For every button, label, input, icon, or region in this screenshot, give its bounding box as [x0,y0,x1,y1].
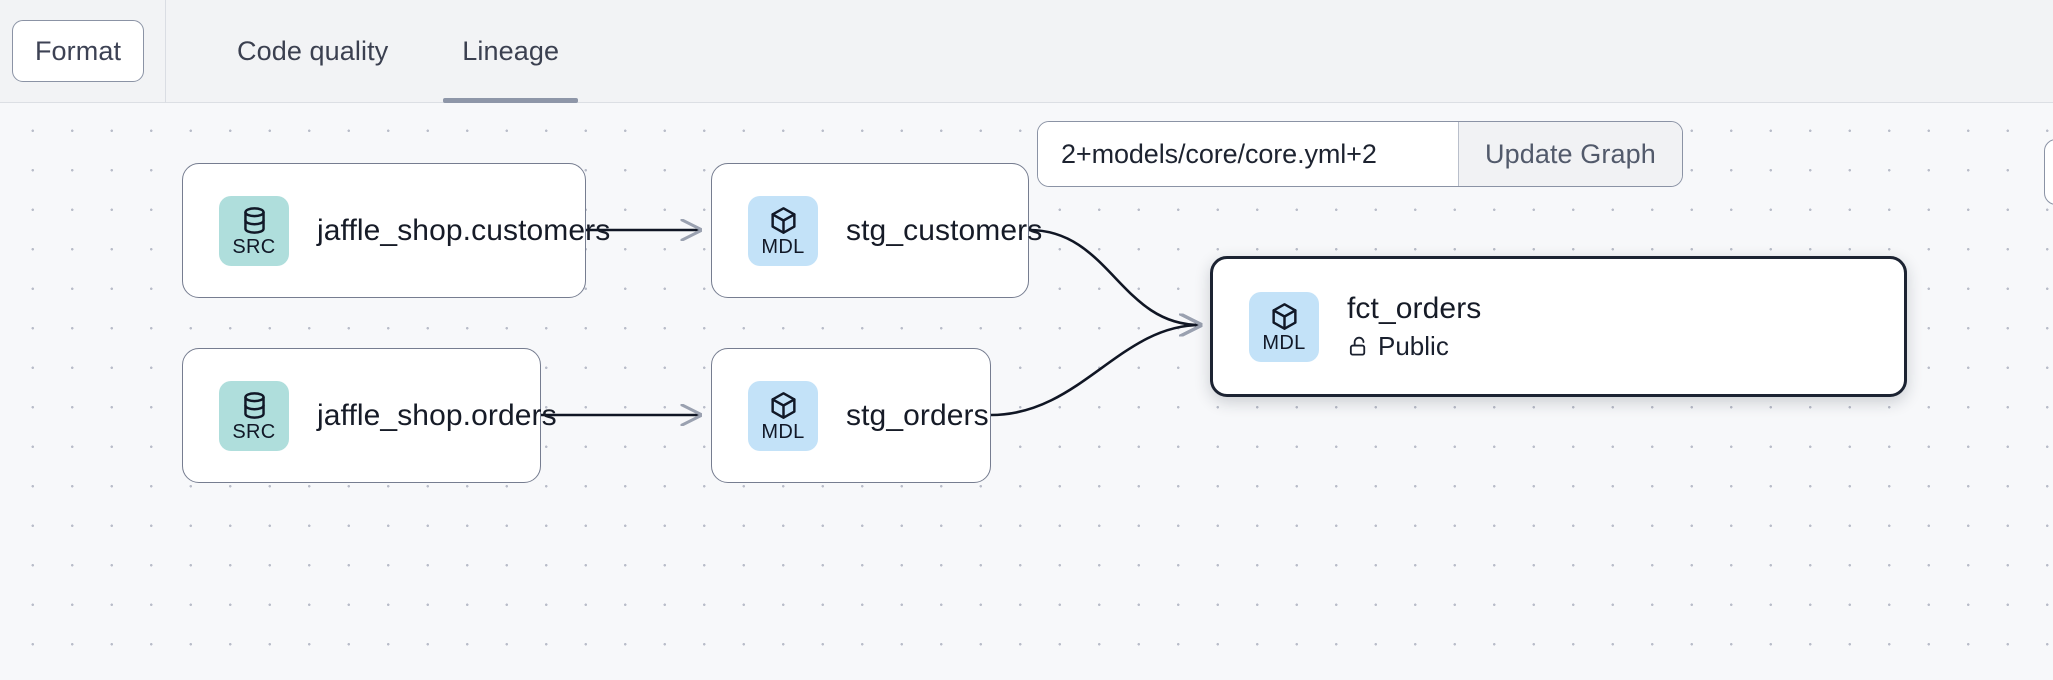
tab-bar: Code quality Lineage [218,0,579,103]
node-badge-mdl: MDL [1249,291,1319,362]
node-title: stg_orders [846,398,989,432]
node-body: stg_orders [846,399,989,433]
lineage-node-jaffle-shop-customers[interactable]: SRC jaffle_shop.customers [182,163,610,298]
tab-lineage[interactable]: Lineage [443,0,579,103]
edge-stg-customers-to-fct-orders [1028,228,1200,325]
cube-icon [770,391,796,419]
node-badge-label: SRC [232,235,276,258]
update-graph-button[interactable]: Update Graph [1458,122,1682,186]
node-body: jaffle_shop.orders [317,399,557,433]
edge-stg-orders-to-fct-orders [990,325,1200,417]
node-badge-label: MDL [1262,331,1306,354]
lineage-node-jaffle-shop-orders[interactable]: SRC jaffle_shop.orders [182,348,557,483]
node-body: fct_orders Public [1347,292,1481,362]
editor-toolbar: Format Code quality Lineage [0,0,2053,103]
format-button[interactable]: Format [12,20,144,82]
lineage-node-stg-customers[interactable]: MDL stg_customers [711,163,1042,298]
node-badge-label: MDL [761,235,805,258]
node-badge-label: SRC [232,420,276,443]
graph-selector-overflow-control[interactable] [2044,139,2053,205]
cube-icon [1271,302,1297,330]
node-title: stg_customers [846,213,1043,247]
lineage-node-stg-orders[interactable]: MDL stg_orders [711,348,991,483]
tab-underline-active [443,97,579,103]
unlock-icon [1349,336,1366,356]
tab-code-quality-label: Code quality [237,35,389,66]
node-badge-src: SRC [219,380,289,451]
lineage-edges [541,103,2053,680]
tab-lineage-label: Lineage [462,35,560,66]
lineage-canvas[interactable]: SRC jaffle_shop.customers MDL stg_custom… [0,103,2053,680]
node-body: stg_customers [846,214,1042,248]
node-badge-src: SRC [219,195,289,266]
database-icon [243,206,265,234]
node-visibility-label: Public [1378,330,1449,361]
graph-selector-input[interactable] [1038,122,1458,186]
node-title: jaffle_shop.orders [317,398,557,432]
tab-underline [218,98,407,103]
tab-code-quality[interactable]: Code quality [218,0,407,103]
node-badge-mdl: MDL [748,380,818,451]
graph-selector: Update Graph [1037,121,1683,187]
node-badge-mdl: MDL [748,195,818,266]
node-title: fct_orders [1347,291,1482,325]
lineage-node-fct-orders[interactable]: MDL fct_orders Public [1210,256,1907,397]
node-title: jaffle_shop.customers [317,213,611,247]
cube-icon [770,206,796,234]
database-icon [243,391,265,419]
node-badge-label: MDL [761,420,805,443]
node-visibility: Public [1347,331,1481,362]
toolbar-divider [165,0,166,103]
node-body: jaffle_shop.customers [317,214,610,248]
